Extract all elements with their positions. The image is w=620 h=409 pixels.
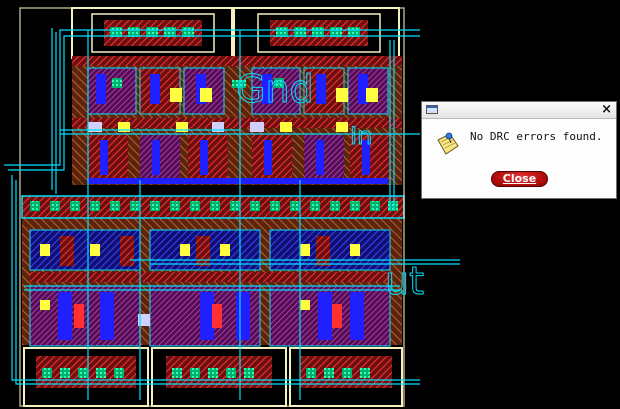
cell-frame-top-left-inner bbox=[91, 13, 215, 53]
net-label-gnd-top: Gnd bbox=[236, 67, 314, 111]
transistor-array-top bbox=[87, 67, 389, 115]
cell-outline-outer bbox=[19, 7, 405, 407]
net-label-in: In bbox=[350, 122, 372, 150]
dialog-close-x-icon[interactable]: × bbox=[601, 102, 612, 117]
contact-row-upper bbox=[88, 122, 348, 132]
routing-wires-cyan bbox=[4, 28, 460, 400]
via-row-top-left bbox=[110, 27, 194, 37]
dialog-message: No DRC errors found. bbox=[470, 130, 603, 143]
ground-rail-bottom-2 bbox=[166, 356, 272, 388]
close-button[interactable]: Close bbox=[491, 171, 548, 187]
transistor-array-bottom bbox=[29, 285, 391, 347]
via-row-top-right bbox=[276, 27, 360, 37]
bus-rail-vias bbox=[30, 201, 398, 211]
transistor-array-mid bbox=[88, 135, 390, 184]
note-pin-icon bbox=[437, 132, 459, 155]
dialog-titlebar[interactable]: × bbox=[422, 102, 616, 119]
cell-frame-top-right-inner bbox=[257, 13, 381, 53]
window-icon bbox=[426, 105, 438, 114]
drc-result-dialog: × No DRC errors found. Close bbox=[421, 101, 617, 199]
transistor-array-lower bbox=[29, 229, 391, 282]
net-labels: Gnd In ut bbox=[236, 67, 425, 304]
metal-band-top-1 bbox=[72, 56, 402, 66]
net-label-out: ut bbox=[385, 259, 424, 303]
via-row-bottom bbox=[42, 368, 370, 378]
metal-band-top-2 bbox=[72, 118, 402, 128]
